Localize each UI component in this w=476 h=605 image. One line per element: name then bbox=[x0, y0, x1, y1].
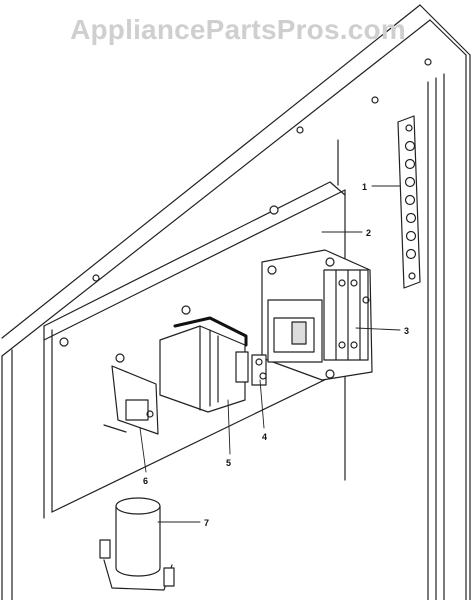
callout-labels: 1 2 3 4 5 6 7 bbox=[143, 182, 409, 528]
callout-7: 7 bbox=[204, 518, 209, 528]
contactor bbox=[261, 249, 373, 381]
watermark-text: AppliancePartsPros.com bbox=[70, 14, 406, 45]
terminal-strip bbox=[397, 115, 421, 289]
callout-2: 2 bbox=[366, 228, 371, 238]
callout-4: 4 bbox=[262, 432, 267, 442]
cabinet-frame bbox=[1, 4, 471, 601]
callout-3: 3 bbox=[404, 326, 409, 336]
capacitor bbox=[99, 497, 175, 591]
terminal-block bbox=[251, 354, 267, 386]
transformer bbox=[159, 305, 249, 413]
switch-bracket bbox=[103, 353, 159, 435]
callout-6: 6 bbox=[143, 476, 148, 486]
rail-screws bbox=[92, 58, 432, 282]
callout-5: 5 bbox=[226, 458, 231, 468]
callout-1: 1 bbox=[362, 182, 367, 192]
leader-lines bbox=[139, 185, 401, 523]
